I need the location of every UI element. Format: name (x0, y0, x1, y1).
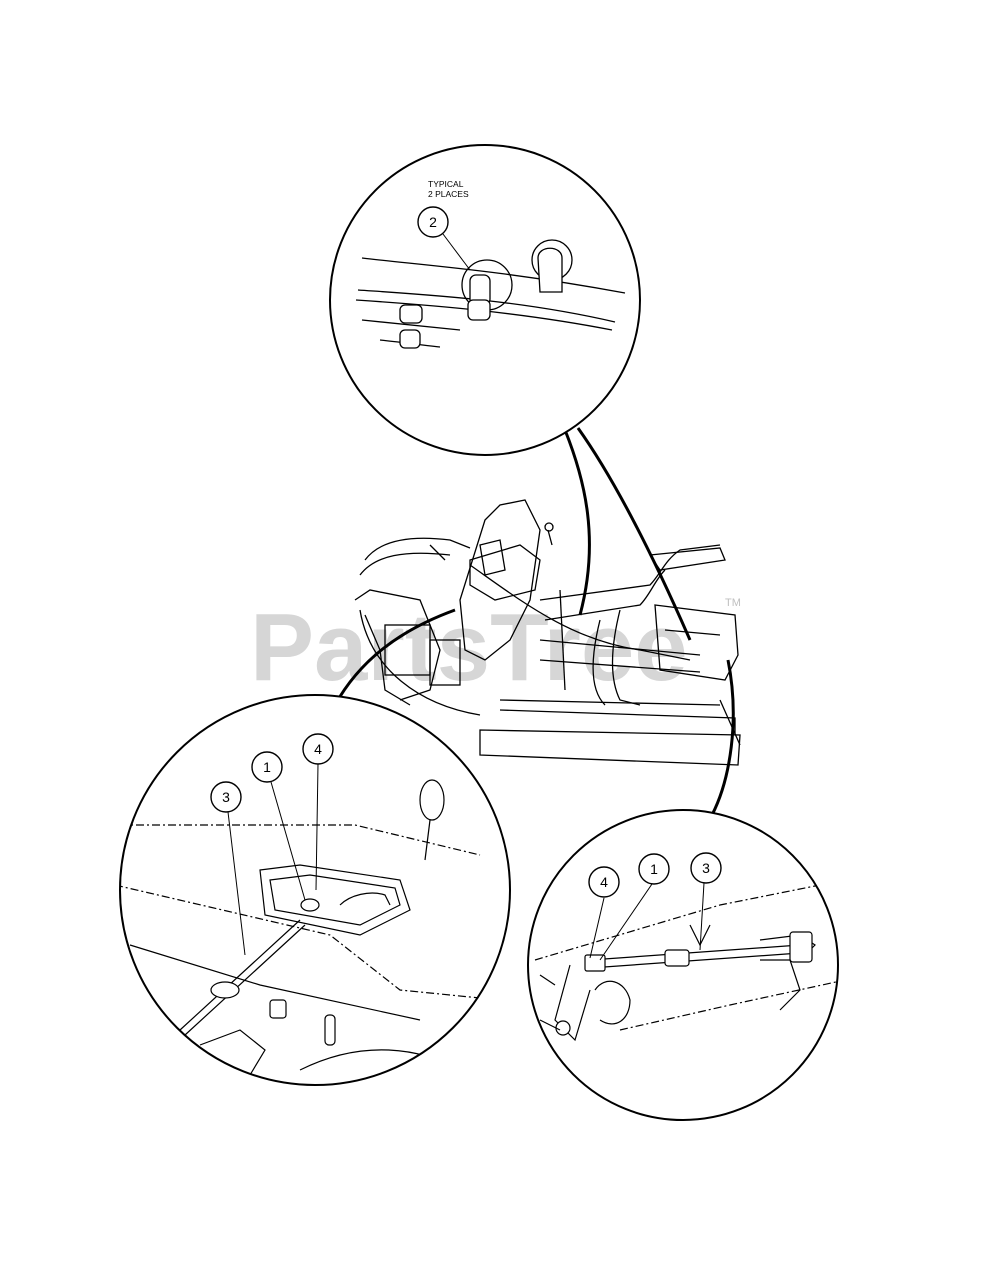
callout-bubble-right-1 (638, 853, 670, 885)
hose-clamps (399, 239, 573, 349)
callout-label-right-3: 3 (702, 860, 710, 876)
leader-right (710, 659, 735, 816)
callout-leader-left-3 (227, 811, 246, 956)
callout-bubble-left-3 (210, 781, 242, 813)
callout-label-right-1: 1 (650, 861, 658, 877)
callout-leader-left-4 (315, 763, 319, 891)
seat-back (459, 499, 541, 661)
callout-leader-left-1 (270, 781, 306, 901)
leader-top-a (563, 429, 591, 616)
callout-leader-2 (442, 233, 471, 271)
shift-gate (259, 864, 411, 936)
callout-leader-right-1 (599, 883, 653, 961)
detail-circle-top: TYPICAL 2 PLACES 2 (329, 144, 641, 456)
watermark: PartsTree TM (250, 594, 741, 701)
callout-label-right-4: 4 (600, 874, 608, 890)
frame-base (479, 729, 741, 766)
callout-bubble-right-4 (588, 866, 620, 898)
clamp-3 (537, 247, 563, 293)
callout-label-left-3: 3 (222, 789, 230, 805)
front-housing (654, 604, 739, 681)
frame-right-rail (539, 544, 721, 601)
detail-circle-left: 3 1 4 (119, 694, 511, 1086)
callout-bubble-left-4 (302, 733, 334, 765)
cable-main (469, 564, 691, 661)
callout-label-left-4: 4 (314, 741, 322, 757)
callout-bubble-right-3 (690, 852, 722, 884)
callout-leader-right-3 (699, 882, 705, 951)
callout-bubble-left-1 (251, 751, 283, 783)
shift-cable (179, 919, 301, 1031)
leader-left (333, 608, 456, 706)
callout-label-2: 2 (429, 214, 437, 230)
clamp-2 (399, 304, 423, 324)
cable-ferrule (664, 949, 690, 967)
lever-left (429, 529, 553, 561)
main-assembly (354, 499, 741, 766)
typical-label-line1: TYPICAL (428, 179, 464, 189)
leader-top-b (576, 427, 692, 641)
right-plate-edge (534, 879, 838, 961)
callout-bubble-2 (417, 206, 449, 238)
frame-left-rail (364, 537, 471, 561)
cable-end-fitting (789, 931, 813, 963)
watermark-tm: TM (725, 597, 741, 609)
shift-knob (419, 779, 445, 821)
deck-plate (120, 824, 481, 856)
cable-right (589, 944, 801, 961)
detail-circle-right: 4 1 3 (527, 809, 839, 1121)
typical-label-line2: 2 PLACES (428, 189, 469, 199)
leader-lines (333, 427, 735, 816)
callout-leader-right-4 (589, 897, 605, 959)
shift-lever (339, 892, 391, 906)
callout-label-left-1: 1 (263, 759, 271, 775)
